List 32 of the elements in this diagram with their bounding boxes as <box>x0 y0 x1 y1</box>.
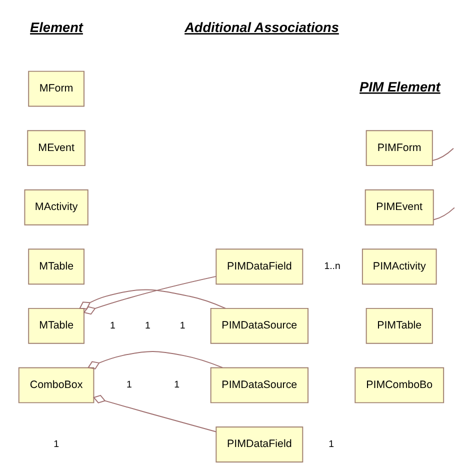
node-box: MActivity <box>24 189 88 226</box>
label: 1 <box>126 380 132 391</box>
node-box: PIMForm <box>366 130 433 166</box>
node-box: PIMDataField <box>216 426 304 462</box>
label: 1 <box>328 438 334 450</box>
label: 1 <box>144 320 150 332</box>
node-box: PIMEvent <box>364 189 434 226</box>
node-box: PIMDataField <box>216 248 304 285</box>
label: Additional Associations <box>184 20 339 36</box>
connector <box>92 394 217 432</box>
connector <box>88 351 223 370</box>
label: 1 <box>54 438 60 450</box>
node-box: PIMActivity <box>362 248 437 285</box>
label: Element <box>30 20 83 36</box>
connector <box>432 148 454 162</box>
node-box: MTable <box>28 308 84 344</box>
label: 1 <box>180 320 186 332</box>
node-box: PIMTable <box>366 308 433 344</box>
node-box: MEvent <box>27 130 86 166</box>
connector <box>433 207 455 220</box>
connector <box>83 276 216 315</box>
connector <box>79 289 226 310</box>
label: 1 <box>110 320 116 332</box>
label: 1 <box>174 380 180 391</box>
node-box: MForm <box>28 70 84 107</box>
node-box: PIMDataSource <box>210 308 308 344</box>
label: PIM Element <box>360 79 440 94</box>
label: 1..n <box>324 261 340 272</box>
node-box: MTable <box>28 248 84 285</box>
node-box: ComboBox <box>18 367 94 404</box>
node-box: PIMDataSource <box>210 367 308 404</box>
node-box: PIMComboBo <box>354 367 444 404</box>
